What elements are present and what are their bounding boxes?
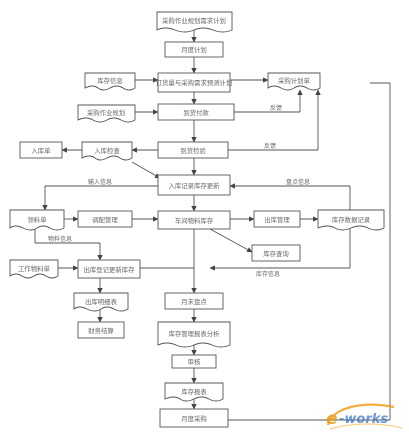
label-center: 车间物料库存 (175, 216, 214, 225)
label-fin: 财务结算 (88, 326, 114, 335)
node-plan[interactable] (164, 41, 224, 58)
edge-label-mat: 物料信息 (48, 235, 72, 243)
node-pur-doc[interactable] (77, 104, 136, 123)
node-arr[interactable] (157, 103, 235, 121)
label-work: 工作物料单 (18, 264, 51, 273)
edge-label-feedback2: 反馈 (264, 142, 276, 150)
label-out: 出库管理 (264, 215, 290, 224)
node-center[interactable] (157, 210, 231, 230)
label-qc: 到货检验 (180, 146, 206, 155)
eworks-logo: e -works (326, 403, 403, 430)
edge-label-stock2: 库存信息 (256, 270, 280, 278)
node-doc[interactable] (171, 354, 217, 369)
edge-label-check: 盘点信息 (286, 178, 310, 186)
node-store[interactable] (77, 210, 133, 228)
node-month[interactable] (164, 292, 224, 310)
node-reg-doc[interactable] (317, 209, 385, 231)
label-plan: 月度计划 (181, 45, 207, 54)
label-stock1: 库存信息 (97, 76, 123, 85)
node-labels: 采购作业规划需求计划 月度计划 库存信息 订货量与采购需求预测计划 采购计划单 … (18, 16, 371, 423)
node-out[interactable] (253, 210, 301, 228)
node-buy-doc[interactable] (267, 72, 321, 91)
label-mgr: 库存管理报表分析 (168, 329, 220, 338)
nodes (9, 11, 385, 428)
edge-labels: 反馈 反馈 输入信息 盘点信息 物料信息 库存信息 (48, 104, 310, 278)
label-pur: 采购作业规划 (87, 108, 125, 117)
node-left-doc[interactable] (9, 209, 65, 231)
node-xiao[interactable] (251, 244, 301, 262)
label-left: 领料单 (27, 215, 47, 224)
label-dep: 出库明细表 (85, 297, 118, 306)
node-inrec[interactable] (157, 174, 231, 196)
label-ledger: 出库登记更新库存 (83, 265, 135, 274)
node-mgr-doc[interactable] (157, 321, 231, 348)
label-inrec: 入库记录库存更新 (168, 181, 220, 190)
label-rep: 库存报表 (181, 387, 207, 396)
node-mid[interactable] (157, 72, 231, 93)
label-in: 入库检查 (94, 146, 120, 155)
connectors (34, 30, 391, 421)
svg-text:-works: -works (339, 412, 388, 427)
label-mid: 订货量与采购需求预测计划 (156, 78, 233, 87)
label-top: 采购作业规划需求计划 (162, 16, 226, 25)
label-buy: 采购计划单 (278, 76, 311, 85)
label-month: 月末盘点 (181, 297, 207, 306)
node-ret[interactable] (19, 141, 63, 159)
label-reg: 库存数据记录 (332, 215, 371, 224)
edge-label-feedback1: 反馈 (270, 104, 282, 112)
label-ret: 入库单 (31, 146, 51, 155)
node-in-doc[interactable] (81, 141, 133, 161)
node-work-doc[interactable] (9, 259, 59, 279)
label-xiao: 库存查询 (263, 249, 289, 258)
label-store: 调配管理 (92, 215, 118, 224)
node-ledger[interactable] (77, 259, 141, 279)
svg-text:e: e (326, 409, 338, 429)
edge-label-info: 输入信息 (88, 178, 112, 186)
node-rep-doc[interactable] (164, 382, 224, 402)
node-top-doc[interactable] (156, 11, 233, 33)
label-doc: 审核 (188, 357, 201, 366)
node-dep-doc[interactable] (73, 292, 129, 312)
label-end: 月度采购 (181, 414, 207, 423)
node-end[interactable] (159, 408, 229, 428)
label-arr: 到货付款 (183, 108, 209, 117)
node-qc[interactable] (157, 141, 229, 159)
node-stock1-doc[interactable] (84, 72, 136, 91)
node-fin[interactable] (77, 321, 125, 339)
